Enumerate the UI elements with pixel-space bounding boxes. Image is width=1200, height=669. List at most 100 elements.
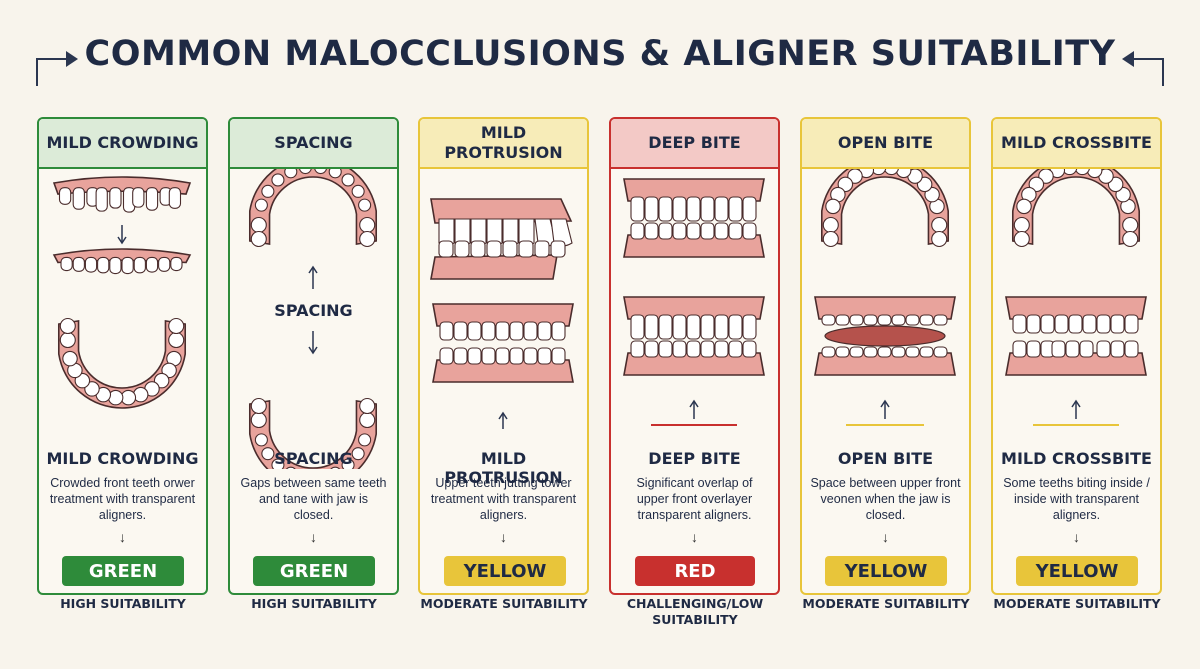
condition-name: OPEN BITE <box>837 449 934 468</box>
lower-tooth <box>714 340 729 358</box>
suitability-badge-yellow: YELLOW <box>825 556 947 586</box>
upper-teeth-front <box>52 176 192 213</box>
tooth <box>158 256 171 272</box>
lower-tooth <box>672 222 687 240</box>
upper-gum <box>432 303 574 327</box>
suitability-label: MODERATE SUITABILITY <box>420 596 588 611</box>
upper-tooth <box>742 196 757 222</box>
tooth <box>109 187 122 209</box>
condition-description: Significant overlap of upper front overl… <box>636 476 753 522</box>
lower-tooth <box>453 347 468 365</box>
closed-bite <box>432 303 574 383</box>
panel-header: MILD CROSSBITE <box>993 119 1160 169</box>
upper-tooth <box>891 314 906 326</box>
upper-tooth <box>509 321 524 341</box>
condition-name: MILD PROTRUSION <box>444 449 563 487</box>
upper-tooth <box>537 321 552 341</box>
molar <box>250 230 267 248</box>
upper-tooth <box>700 314 715 340</box>
arrow-up-icon <box>689 399 699 419</box>
tooth <box>170 256 183 272</box>
title-banner: COMMON MALOCCLUSIONS & ALIGNER SUITABILI… <box>0 0 1200 100</box>
tooth <box>132 187 145 208</box>
lower-arch <box>248 397 378 469</box>
lower-tooth <box>672 340 687 358</box>
upper-tooth <box>644 196 659 222</box>
tooth <box>58 187 72 205</box>
molar <box>359 216 376 234</box>
molar <box>168 317 185 335</box>
upper-tooth <box>1026 314 1041 334</box>
tooth <box>351 184 365 198</box>
title-bracket-left <box>36 58 38 86</box>
molar <box>931 216 948 234</box>
tooth <box>145 187 159 211</box>
molar <box>359 397 376 415</box>
lower-tooth <box>863 346 878 358</box>
upper-tooth <box>658 314 673 340</box>
tooth <box>1062 169 1078 176</box>
panel-spacing: SPACING SPACING SPACING Gaps between sam… <box>228 117 399 595</box>
tooth <box>299 169 312 175</box>
lower-tooth <box>728 222 743 240</box>
upper-tooth <box>835 314 850 326</box>
panel-deep-bite: DEEP BITE DEEP BITE Significant overlap … <box>609 117 780 595</box>
upper-tooth <box>877 314 892 326</box>
lower-tooth <box>714 222 729 240</box>
lower-tooth <box>905 346 920 358</box>
panel-mild-crossbite: MILD CROSSBITE MILD CROSSBITE Some teeth… <box>991 117 1162 595</box>
molar <box>250 411 267 429</box>
arrow-left-icon <box>1122 51 1134 67</box>
tooth <box>84 256 98 273</box>
upper-gum <box>814 296 956 320</box>
lower-tooth <box>486 240 502 258</box>
molar <box>59 317 76 335</box>
upper-gum <box>623 296 765 320</box>
tooth <box>825 198 841 215</box>
lower-tooth <box>630 222 645 240</box>
upper-tooth <box>630 196 645 222</box>
molar <box>168 331 185 349</box>
tooth <box>341 458 355 469</box>
upper-tooth <box>686 196 701 222</box>
molar <box>822 216 839 234</box>
lower-tooth <box>658 340 673 358</box>
upper-arch <box>820 169 950 248</box>
arrow-head <box>880 399 890 408</box>
arrow-up-icon <box>880 399 890 419</box>
suitability-label: MODERATE SUITABILITY <box>802 596 970 611</box>
lower-arch <box>57 317 187 409</box>
lower-tooth <box>509 347 524 365</box>
closed-bite <box>814 296 956 376</box>
open-bite-illustration <box>802 169 969 469</box>
title-rule-right <box>1130 58 1164 60</box>
panel-mild-protrusion: MILD PROTRUSION MILD PROTRUSION Upper te… <box>418 117 589 595</box>
arrow-down-icon: ↓ <box>310 529 317 545</box>
page-title: COMMON MALOCCLUSIONS & ALIGNER SUITABILI… <box>84 34 1116 74</box>
tooth <box>261 447 275 461</box>
tooth <box>62 350 78 367</box>
arrow-down-icon <box>117 225 127 245</box>
condition-description: Some teeths biting inside / inside with … <box>1003 476 1150 522</box>
arrow-down-icon <box>308 331 318 355</box>
lower-tooth <box>933 346 948 358</box>
tooth <box>72 256 85 272</box>
lower-tooth <box>1026 340 1041 358</box>
upper-tooth <box>1082 314 1097 334</box>
gum <box>820 169 950 246</box>
deep-bite-illustration <box>611 169 778 469</box>
upper-tooth <box>439 321 454 341</box>
molar <box>359 230 376 248</box>
lower-tooth <box>1079 340 1094 358</box>
tooth <box>133 256 146 274</box>
condition-name: SPACING <box>274 449 353 468</box>
tooth <box>72 187 85 210</box>
protrusion-illustration <box>420 169 587 469</box>
upper-tooth <box>672 196 687 222</box>
upper-tooth <box>481 321 496 341</box>
molar <box>1122 230 1139 248</box>
protrusion-side <box>430 198 573 280</box>
condition-name: MILD CROWDING <box>46 449 199 468</box>
tooth <box>351 447 365 461</box>
upper-tooth <box>1012 314 1027 334</box>
